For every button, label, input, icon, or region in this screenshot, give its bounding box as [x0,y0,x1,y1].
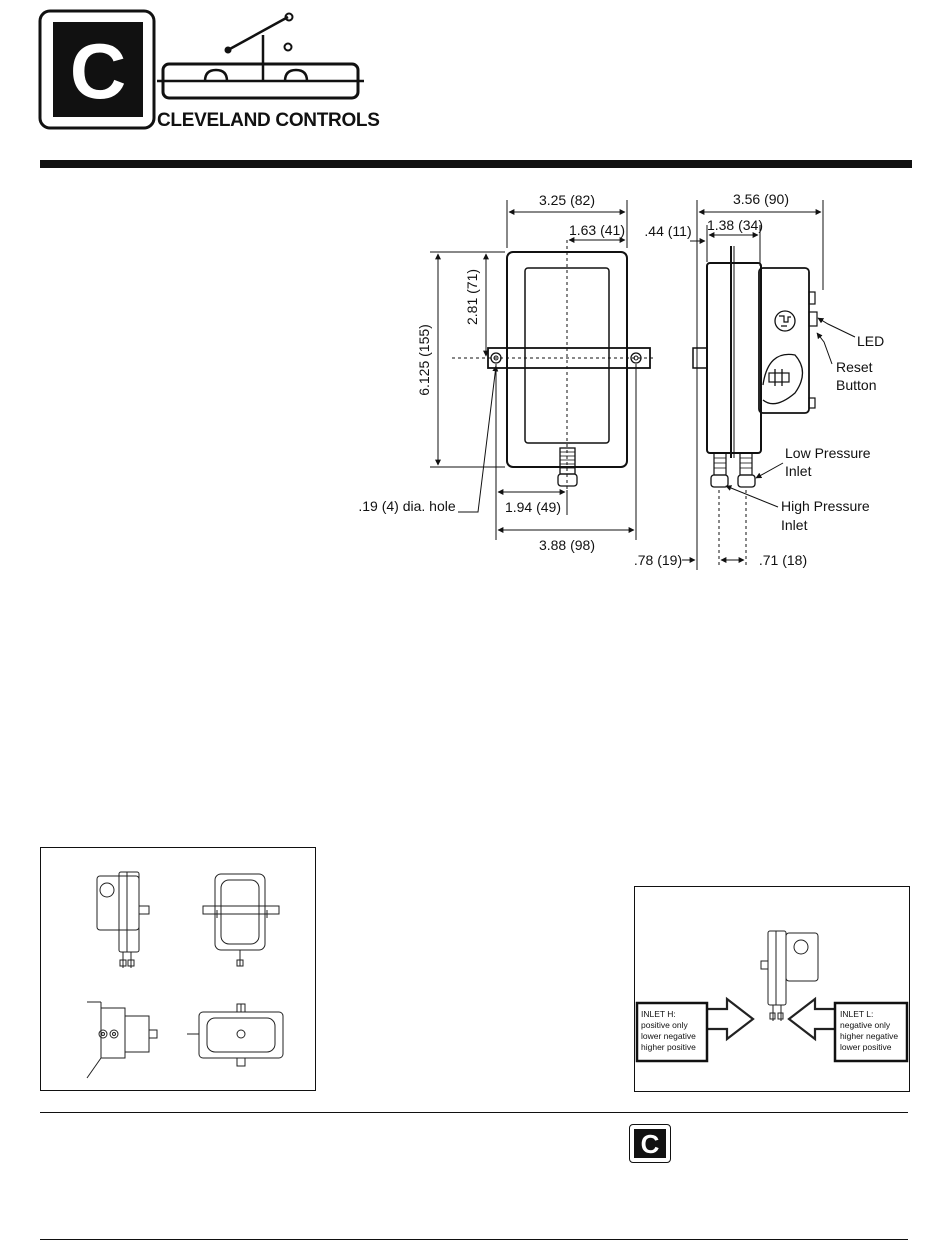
side-view [692,246,818,568]
label-high-inlet-2: Inlet [781,517,808,533]
front-dimensions [430,200,637,540]
inlet-l-line-2: higher negative [840,1031,898,1041]
footer-rule-bottom [40,1239,908,1240]
header-logo: C CLEVELAND CONTROLS [0,0,950,160]
dim-height-overall: 6.125 (155) [416,324,432,396]
inlet-h-line-1: positive only [641,1020,689,1030]
inlet-l-line-3: lower positive [840,1042,892,1052]
dim-body-depth: 1.38 (34) [707,217,763,233]
inlet-l-line-1: negative only [840,1020,891,1030]
footer-logo-inner: C [634,1129,666,1158]
orthographic-views-box [40,847,316,1091]
inlet-diagram-graphic: INLET H: positive only lower negative hi… [635,930,909,1063]
label-led: LED [857,333,884,349]
dim-inlet-spacing: .71 (18) [759,552,807,568]
dim-bracket-offset: .78 (19) [634,552,682,568]
label-reset-2: Button [836,377,876,393]
footer-logo: C [629,1124,671,1163]
label-low-inlet-2: Inlet [785,463,812,479]
dim-height-to-hole: 2.81 (71) [464,269,480,325]
inlet-h-line-3: higher positive [641,1042,696,1052]
dim-depth-overall: 3.56 (90) [733,191,789,207]
inlet-h-title: INLET H: [641,1009,676,1019]
dim-width-overall: 3.25 (82) [539,192,595,208]
logo-graphic: C CLEVELAND CONTROLS [38,9,380,131]
inlet-h-line-2: lower negative [641,1031,696,1041]
header-rule [40,160,912,168]
dim-hole-offset: 1.94 (49) [505,499,561,515]
company-name: CLEVELAND CONTROLS [157,110,380,131]
side-dimensions [682,200,856,570]
label-high-inlet-1: High Pressure [781,498,870,514]
footer-rule-top [40,1112,908,1113]
dim-front-offset: .44 (11) [644,223,691,239]
front-view [452,240,656,510]
label-reset-1: Reset [836,359,873,375]
dim-bracket-width: 3.88 (98) [539,537,595,553]
inlet-l-title: INLET L: [840,1009,873,1019]
dimension-drawing: 3.25 (82) 1.63 (41) 6.125 (155) 2.81 (71… [358,191,884,570]
orthographic-views [86,871,284,1079]
dim-hole-label: .19 (4) dia. hole [358,498,455,514]
label-low-inlet-1: Low Pressure [785,445,871,461]
footer-logo-letter: C [640,1128,660,1159]
logo-letter: C [70,27,126,115]
inlet-diagram-box: INLET H: positive only lower negative hi… [634,886,910,1092]
dim-half-width: 1.63 (41) [569,222,625,238]
